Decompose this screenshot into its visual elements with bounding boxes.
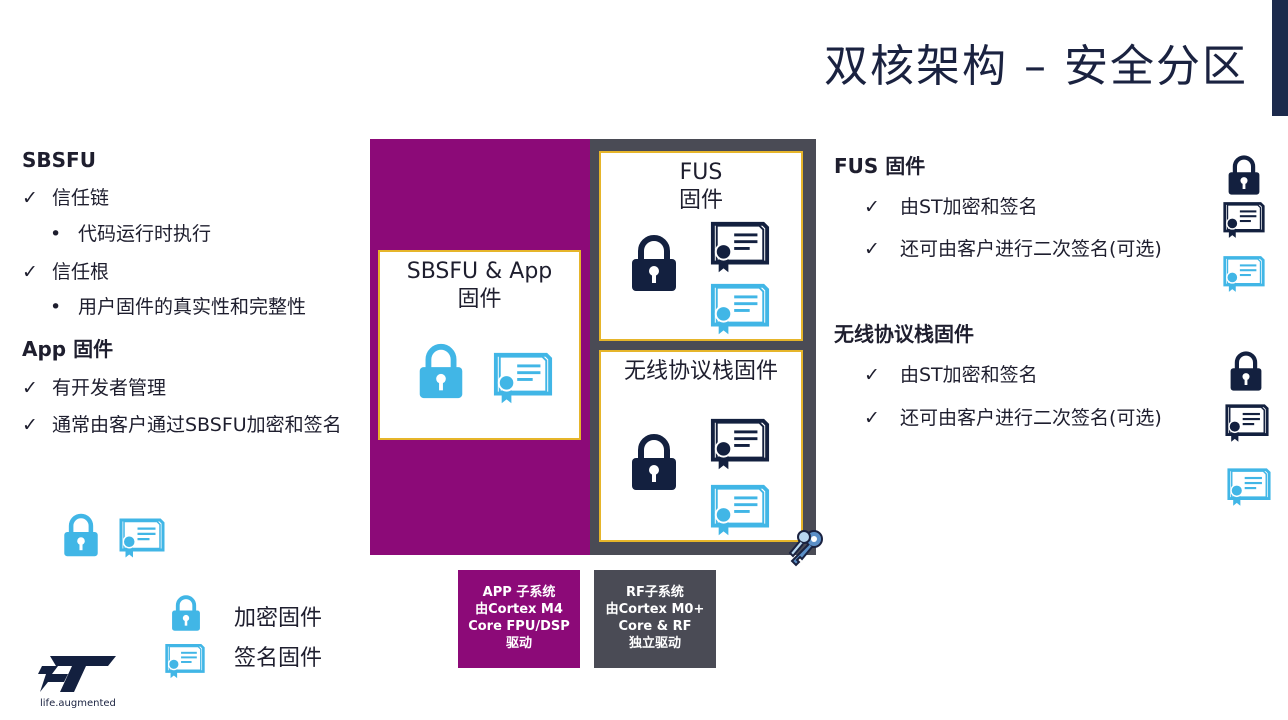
check-icon: ✓: [22, 414, 38, 437]
check-icon: ✓: [864, 196, 880, 218]
legend-encrypted-label: 加密固件: [234, 606, 323, 631]
legend-certificate-icon: [164, 642, 206, 680]
certificate-icon: [1226, 466, 1272, 508]
certificate-icon: [709, 219, 771, 275]
bullet-icon: •: [50, 222, 62, 245]
certificate-icon: [118, 516, 166, 560]
sbsfu-box-title: SBSFU & App: [406, 259, 553, 284]
wireless-stack-firmware-box: 无线协议栈固件: [599, 350, 803, 542]
st-logo: ST: [38, 656, 116, 692]
sbsfu-box-subtitle: 固件: [457, 286, 502, 312]
check-icon: ✓: [864, 407, 880, 429]
sbsfu-app-firmware-box: SBSFU & App 固件: [378, 250, 581, 440]
app-item-customer: ✓通常由客户通过SBSFU加密和签名: [22, 414, 342, 437]
check-icon: ✓: [864, 364, 880, 386]
keys-icon: [786, 528, 826, 568]
lock-icon: [62, 512, 100, 558]
page-title: 双核架构 – 安全分区: [824, 41, 1248, 92]
wireless-item-customer-signed: ✓还可由客户进行二次签名(可选): [864, 407, 1162, 429]
check-icon: ✓: [22, 260, 38, 283]
certificate-icon: [492, 350, 554, 406]
fus-item-customer-signed: ✓还可由客户进行二次签名(可选): [864, 238, 1162, 260]
certificate-icon: [1222, 200, 1266, 240]
st-tagline: life.augmented: [40, 698, 116, 709]
fus-box-subtitle: 固件: [678, 187, 723, 213]
app-item-developer: ✓有开发者管理: [22, 377, 167, 400]
rf-subsystem-label: RF子系统 由Cortex M0+ Core & RF 独立驱动: [594, 570, 716, 668]
bullet-icon: •: [50, 296, 62, 319]
app-firmware-heading: App 固件: [22, 337, 114, 362]
trust-root-item: ✓信任根: [22, 260, 110, 283]
fus-firmware-box: FUS 固件: [599, 151, 803, 341]
certificate-icon: [1224, 402, 1270, 444]
sbsfu-heading: SBSFU: [22, 148, 96, 172]
certificate-icon: [1222, 254, 1266, 294]
wireless-firmware-heading: 无线协议栈固件: [834, 322, 974, 346]
legend-signed-label: 签名固件: [234, 646, 323, 671]
wireless-box-title: 无线协议栈固件: [623, 359, 778, 384]
check-icon: ✓: [864, 238, 880, 260]
trust-chain-item: ✓信任链: [22, 187, 110, 209]
trust-root-sub-item: •用户固件的真实性和完整性: [50, 296, 307, 319]
lock-icon: [1226, 154, 1262, 196]
app-subsystem-label: APP 子系统 由Cortex M4 Core FPU/DSP 驱动: [458, 570, 580, 668]
certificate-icon: [709, 482, 771, 538]
lock-icon: [629, 432, 679, 492]
lock-icon: [629, 233, 679, 293]
check-icon: ✓: [22, 377, 38, 400]
trust-chain-sub-item: •代码运行时执行: [50, 222, 212, 245]
lock-icon: [416, 342, 466, 400]
lock-icon: [1228, 350, 1264, 392]
check-icon: ✓: [22, 187, 38, 209]
certificate-icon: [709, 281, 771, 337]
legend-lock-icon: [170, 594, 202, 632]
certificate-icon: [709, 416, 771, 472]
title-accent-bar: [1272, 0, 1288, 116]
fus-item-st-signed: ✓由ST加密和签名: [864, 196, 1038, 218]
left-column: SBSFU ✓信任链 •代码运行时执行 ✓信任根 •用户固件的真实性和完整性 A…: [22, 148, 367, 450]
fus-box-title: FUS: [679, 160, 723, 185]
fus-firmware-heading: FUS 固件: [834, 154, 926, 178]
wireless-item-st-signed: ✓由ST加密和签名: [864, 364, 1038, 386]
